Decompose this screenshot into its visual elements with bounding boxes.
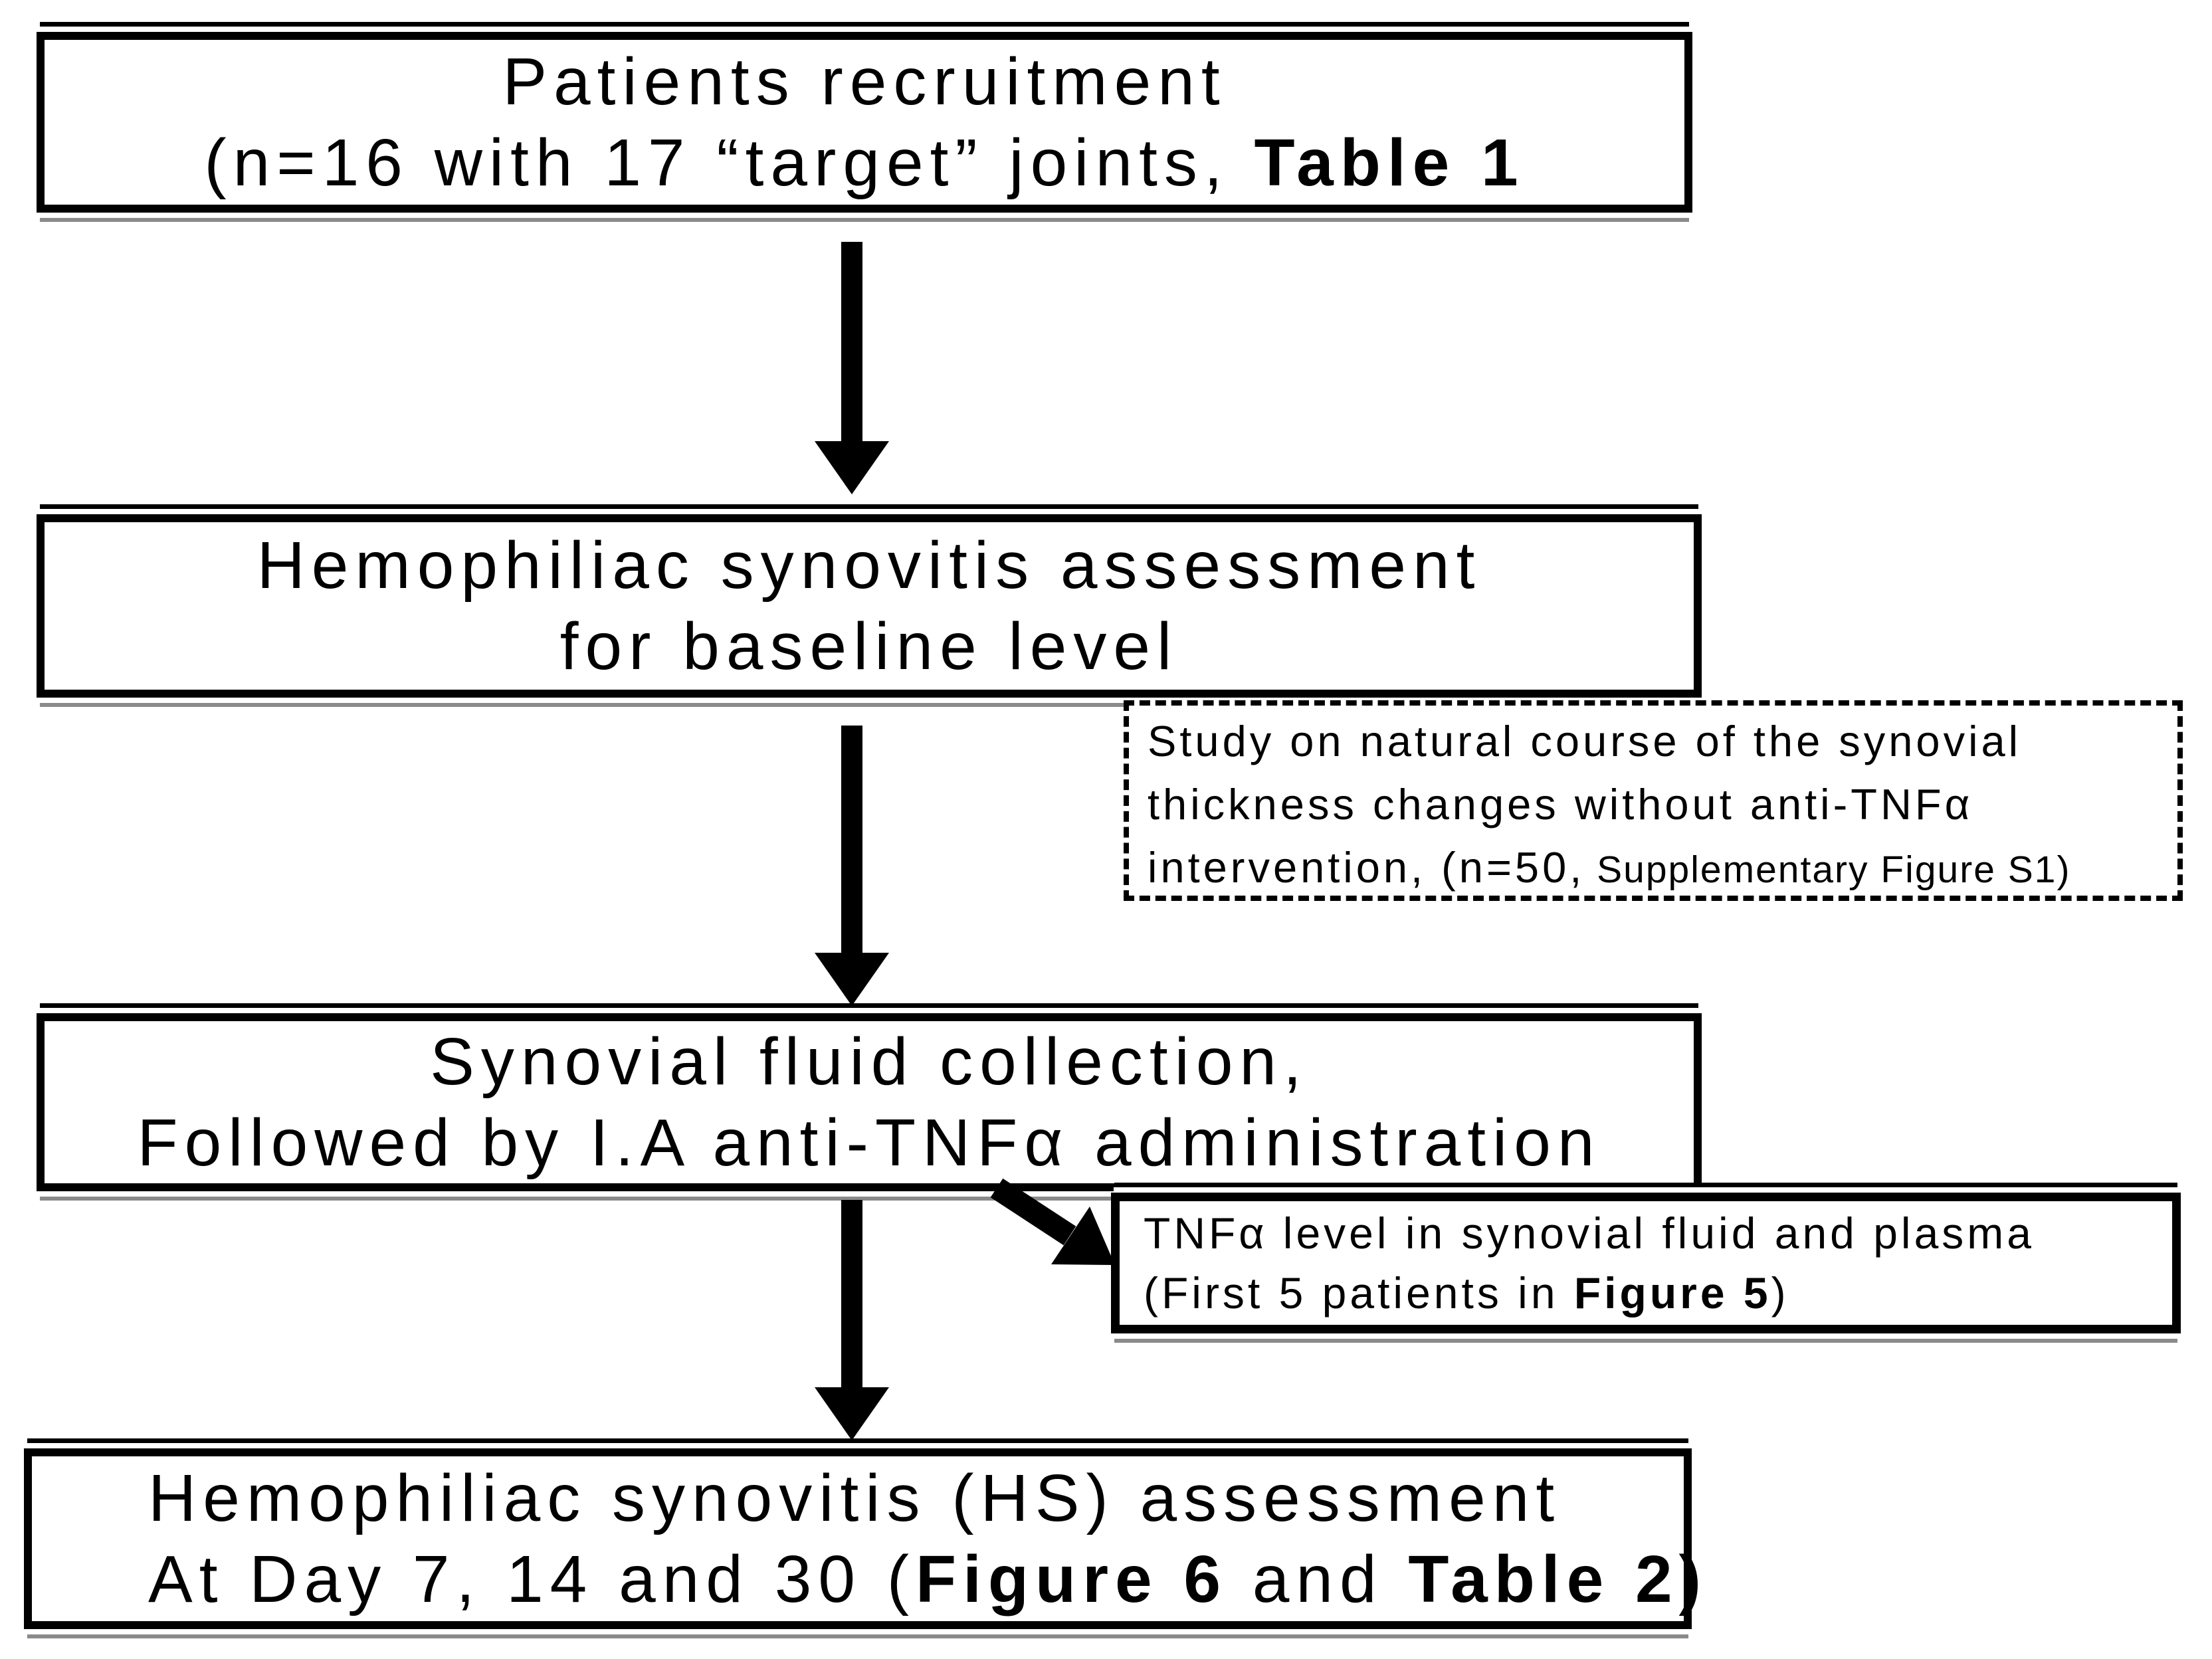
box-text-line: At Day 7, 14 and 30 (Figure 6 and Table … <box>148 1539 1701 1620</box>
box-text-line: (First 5 patients in Figure 5) <box>1144 1263 2172 1323</box>
box-tnf-level-note: TNFα level in synovial fluid and plasma … <box>1111 1193 2181 1333</box>
box-text-line: (n=16 with 17 “target” joints, Table 1 <box>45 122 1684 203</box>
box-text-line: thickness changes without anti-TNFα <box>1148 773 2165 836</box>
box-text-line: Hemophiliac synovitis assessment <box>45 525 1694 606</box>
text-segment: (First 5 patients in <box>1144 1268 1574 1317</box>
text-segment: thickness changes without anti-TNFα <box>1148 780 1973 829</box>
text-segment: Patients recruitment <box>502 45 1227 119</box>
box-text-line: for baseline level <box>45 606 1694 687</box>
text-segment-bold: Table 2) <box>1408 1542 1708 1616</box>
text-segment-bold: Table 1 <box>1254 126 1525 200</box>
box-text-line: Study on natural course of the synovial <box>1148 710 2165 773</box>
box-text-line: Followed by I.A anti-TNFα administration <box>45 1102 1694 1183</box>
text-segment: ) <box>1771 1268 1789 1317</box>
box-text-line: TNFα level in synovial fluid and plasma <box>1144 1203 2172 1263</box>
text-segment: At Day 7, 14 and 30 ( <box>148 1542 916 1616</box>
text-segment: Synovial fluid collection, <box>430 1025 1308 1099</box>
text-segment: (n=16 with 17 “target” joints, <box>204 126 1255 200</box>
down-arrow-icon <box>815 242 889 494</box>
text-segment: TNFα level in synovial fluid and plasma <box>1144 1209 2035 1258</box>
text-segment: Study on natural course of the synovial <box>1148 717 2022 765</box>
box-text-line: Hemophiliac synovitis (HS) assessment <box>148 1458 1684 1539</box>
box-baseline-assessment: Hemophiliac synovitis assessment for bas… <box>37 514 1702 698</box>
text-segment: Hemophiliac synovitis (HS) assessment <box>148 1461 1561 1535</box>
down-arrow-icon <box>815 1200 889 1440</box>
box-text-line: intervention, (n=50, Supplementary Figur… <box>1148 836 2165 902</box>
down-arrow-icon <box>815 726 889 1006</box>
box-hs-assessment: Hemophiliac synovitis (HS) assessment At… <box>24 1448 1701 1629</box>
text-segment-small: Supplementary Figure S1) <box>1585 848 2071 891</box>
down-right-arrow-icon <box>990 1178 1115 1265</box>
box-fluid-collection: Synovial fluid collection, Followed by I… <box>37 1013 1702 1191</box>
box-patients-recruitment: Patients recruitment (n=16 with 17 “targ… <box>37 32 1692 213</box>
box-text-line: Patients recruitment <box>45 41 1684 122</box>
text-segment-bold: Figure 6 <box>916 1542 1227 1616</box>
box-natural-course-note: Study on natural course of the synovial … <box>1124 700 2183 901</box>
text-segment: for baseline level <box>559 609 1179 684</box>
text-segment: intervention, (n=50, <box>1148 843 1585 892</box>
text-segment: and <box>1227 1542 1409 1616</box>
text-segment: Followed by I.A anti-TNFα administration <box>137 1106 1601 1180</box>
text-segment: Hemophiliac synovitis assessment <box>256 528 1482 603</box>
box-text-line: Synovial fluid collection, <box>45 1021 1694 1102</box>
text-segment-bold: Figure 5 <box>1573 1268 1771 1317</box>
